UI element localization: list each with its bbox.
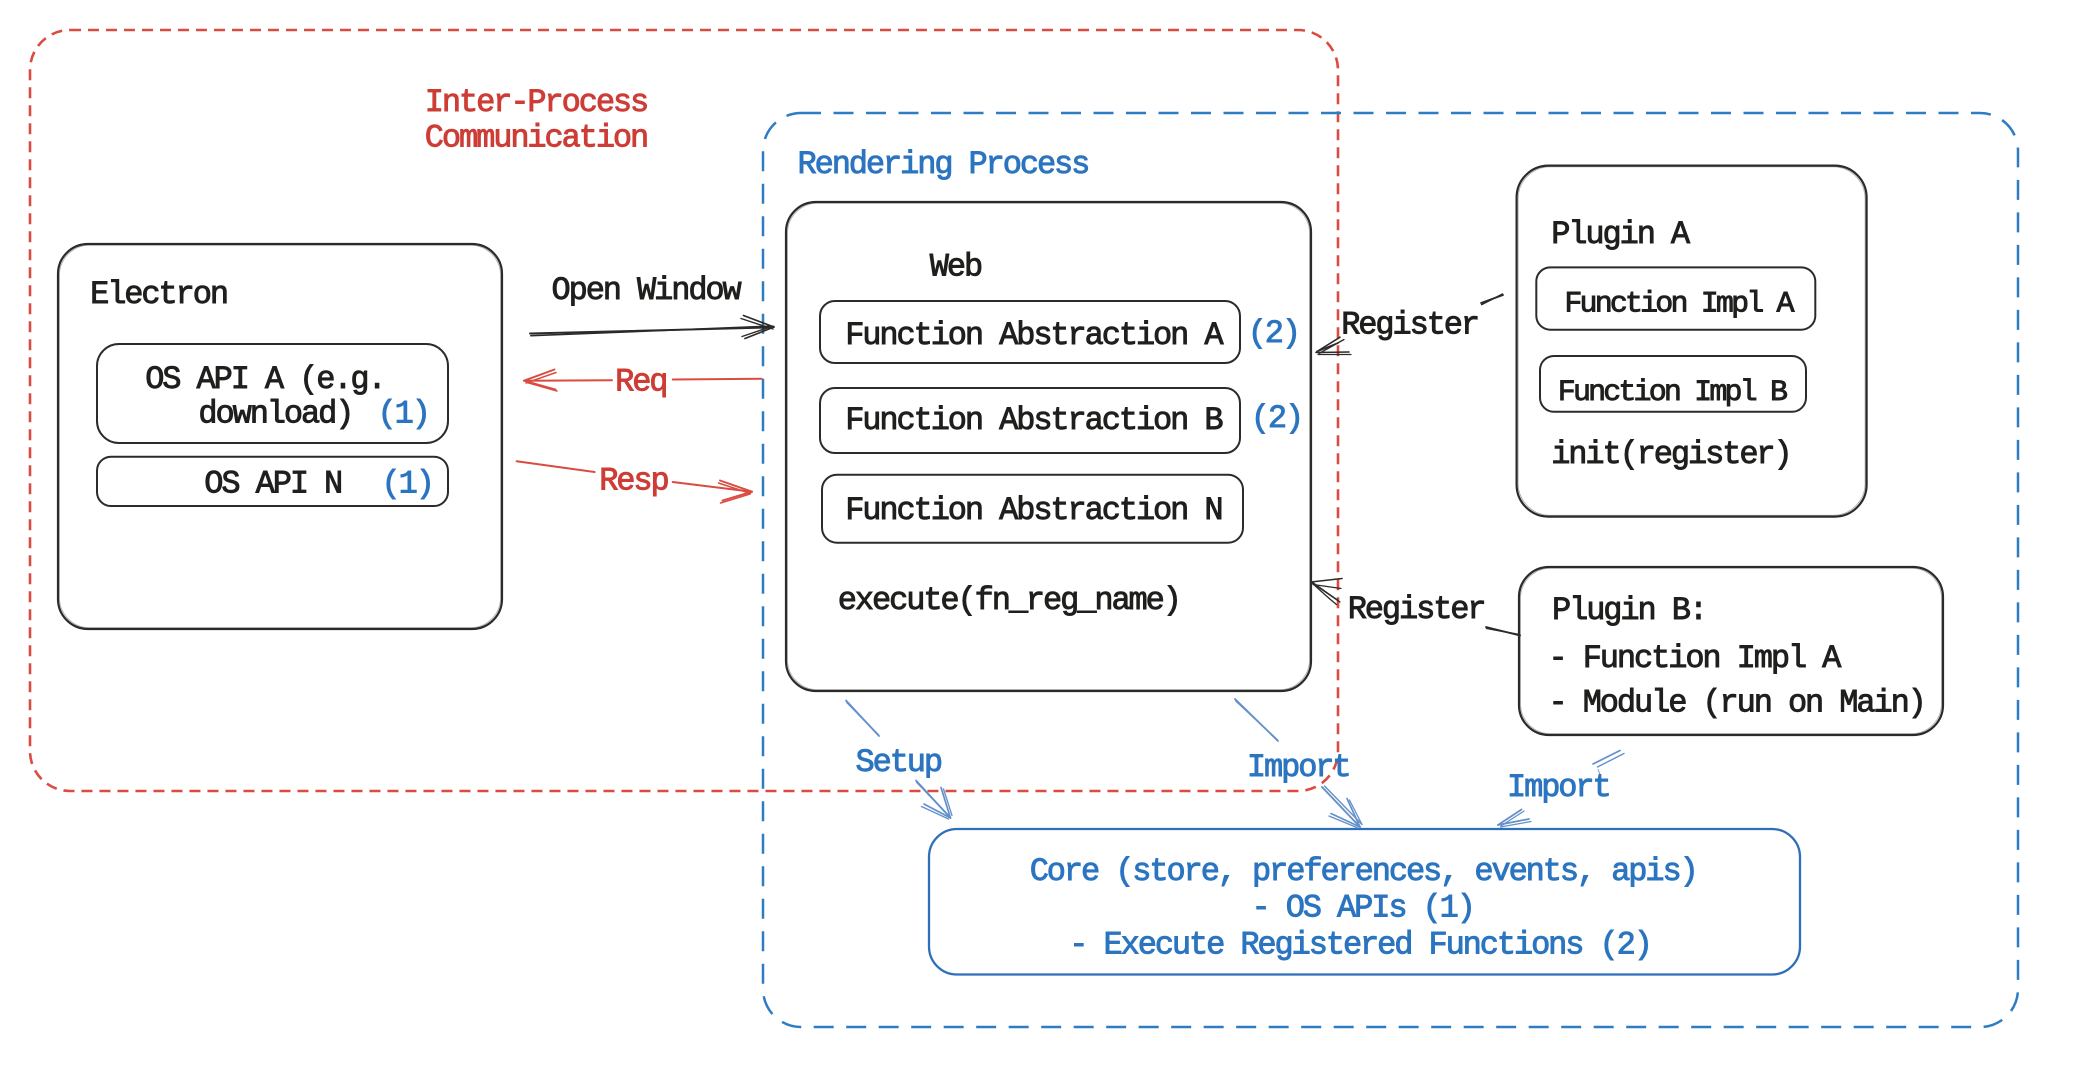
svg-text:Communication: Communication	[425, 119, 647, 156]
svg-text:Register: Register	[1341, 307, 1478, 344]
svg-text:Function Abstraction N: Function Abstraction N	[845, 492, 1221, 529]
svg-text:Function Impl A: Function Impl A	[1564, 287, 1794, 321]
svg-text:Plugin A: Plugin A	[1551, 216, 1691, 253]
svg-text:Resp: Resp	[599, 463, 668, 500]
svg-text:Setup: Setup	[856, 744, 942, 781]
svg-text:(2): (2)	[1251, 400, 1302, 437]
svg-text:OS API N: OS API N	[204, 466, 341, 503]
svg-text:Function Abstraction A: Function Abstraction A	[845, 317, 1224, 354]
svg-text:Rendering Process: Rendering Process	[798, 146, 1089, 183]
svg-text:(1): (1)	[378, 395, 429, 432]
svg-text:- Module (run on Main): - Module (run on Main)	[1549, 684, 1925, 721]
svg-text:execute(fn_reg_name): execute(fn_reg_name)	[838, 582, 1180, 619]
svg-text:Req: Req	[615, 364, 666, 401]
svg-text:init(register): init(register)	[1551, 436, 1790, 473]
svg-text:Import: Import	[1247, 749, 1350, 786]
svg-text:Plugin B:: Plugin B:	[1552, 592, 1706, 629]
svg-text:Electron: Electron	[90, 276, 227, 313]
svg-text:Import: Import	[1507, 769, 1610, 806]
svg-text:Web: Web	[930, 249, 982, 286]
svg-text:Register: Register	[1348, 591, 1485, 628]
svg-text:Core (store, preferences, even: Core (store, preferences, events, apis)	[1030, 853, 1697, 890]
svg-text:- OS APIs (1): - OS APIs (1)	[1252, 890, 1474, 927]
svg-text:Function Impl B: Function Impl B	[1558, 376, 1787, 410]
svg-text:(2): (2)	[1248, 315, 1299, 352]
svg-text:(1): (1)	[382, 466, 433, 503]
svg-text:Open Window: Open Window	[552, 272, 742, 309]
svg-text:download): download)	[198, 395, 352, 432]
svg-text:Function Abstraction B: Function Abstraction B	[845, 402, 1222, 439]
svg-text:- Function Impl A: - Function Impl A	[1549, 640, 1843, 677]
svg-text:Inter-Process: Inter-Process	[425, 84, 647, 121]
svg-text:- Execute Registered Functions: - Execute Registered Functions (2)	[1069, 926, 1651, 963]
svg-text:OS API A (e.g.: OS API A (e.g.	[145, 361, 384, 398]
